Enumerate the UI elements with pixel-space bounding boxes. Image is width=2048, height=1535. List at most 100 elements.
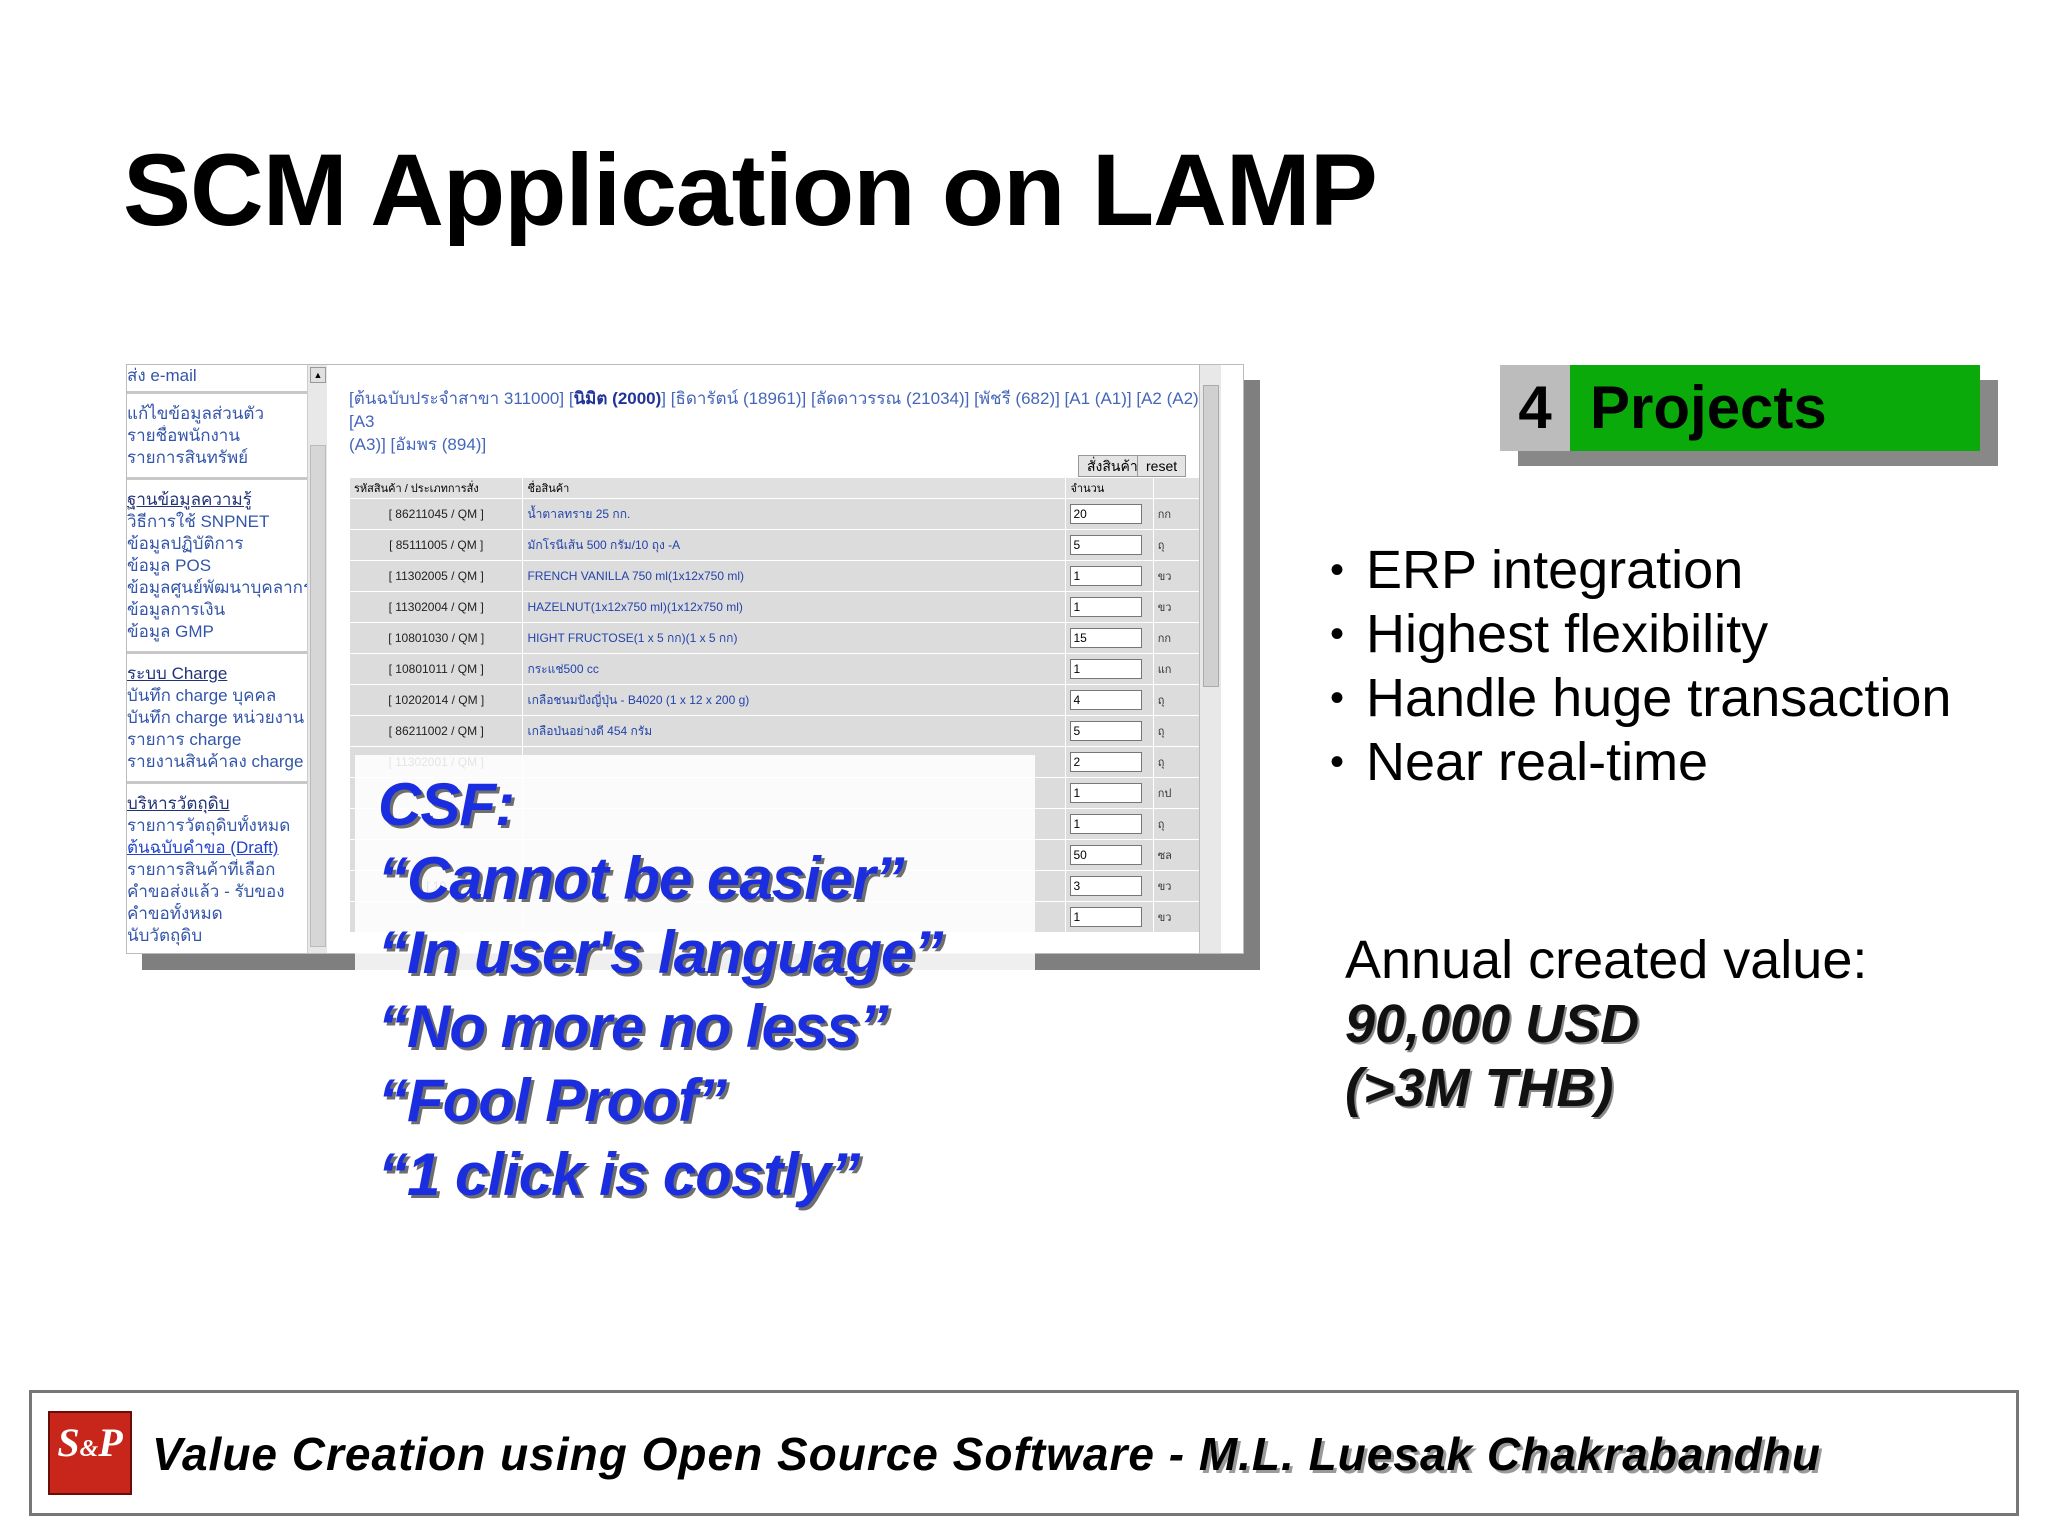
product-name[interactable]: HIGHT FRUCTOSE(1 x 5 กก)(1 x 5 กก) [522, 622, 1067, 654]
csf-backdrop [355, 755, 1035, 1230]
product-name[interactable]: กระแช่500 cc [522, 653, 1067, 685]
sidebar-item[interactable]: บันทึก charge บุคคล [127, 686, 277, 705]
sidebar-item[interactable]: รายการสินค้าที่เลือก [127, 860, 276, 879]
sidebar-group-header[interactable]: บริหารวัตถุดิบ [127, 794, 230, 813]
table-row: [ 85111005 / QM ]มักโรนีเส้น 500 กรัม/10… [348, 529, 1205, 561]
product-name[interactable]: น้ำตาลทราย 25 กก. [522, 498, 1067, 530]
product-code: [ 85111005 / QM ] [348, 529, 524, 561]
scrollbar-thumb[interactable] [310, 445, 326, 947]
table-row: [ 10202014 / QM ]เกลือชนมปังญี่ปุ่น - B4… [348, 684, 1205, 716]
bullet-text: Near real-time [1366, 732, 1709, 792]
sidebar-item[interactable]: รายการสินทรัพย์ [127, 448, 249, 467]
unit-label: ขว [1152, 591, 1205, 623]
sidebar-item[interactable]: ข้อมูลศูนย์พัฒนาบุคลากร [127, 578, 307, 597]
quantity-input[interactable]: 20 [1070, 504, 1143, 524]
sidebar-group-profile: แก้ไขข้อมูลส่วนตัว รายชื่อพนักงาน รายการ… [127, 403, 307, 469]
sidebar-group-header[interactable]: ฐานข้อมูลความรู้ [127, 490, 252, 509]
quantity-cell: 2 [1065, 746, 1154, 778]
footer-title: Value Creation using Open Source Softwar… [152, 1428, 1199, 1480]
slide-footer: S&P Value Creation using Open Source Sof… [29, 1390, 2019, 1516]
sidebar-group-charge: ระบบ Charge บันทึก charge บุคคล บันทึก c… [127, 663, 307, 773]
sidebar-item[interactable]: ข้อมูลปฏิบัติการ [127, 534, 244, 553]
sidebar-item-send-email[interactable]: ส่ง e-mail [127, 366, 197, 385]
sidebar-item[interactable]: ข้อมูลการเงิน [127, 600, 226, 619]
quantity-input[interactable]: 1 [1070, 907, 1143, 927]
quantity-input[interactable]: 15 [1070, 628, 1143, 648]
table-header-row: รหัสสินค้า / ประเภทการสั่ง ชื่อสินค้า จำ… [348, 477, 1205, 499]
branch-links-text[interactable]: (A3)] [อัมพร (894)] [349, 435, 487, 454]
scroll-up-arrow-icon[interactable]: ▲ [310, 367, 326, 383]
sidebar-item[interactable]: รายการ charge [127, 730, 242, 749]
benefits-list: •ERP integration •Highest flexibility •H… [1330, 538, 1951, 794]
bullet-icon: • [1330, 612, 1345, 656]
reset-button[interactable]: reset [1137, 455, 1187, 477]
sidebar-scrollbar[interactable]: ▲ [307, 365, 327, 953]
quantity-input[interactable]: 4 [1070, 690, 1143, 710]
quantity-input[interactable]: 1 [1070, 783, 1143, 803]
csf-line: “Cannot be easier” [378, 845, 905, 912]
branch-link-active[interactable]: นิมิต (2000) [573, 389, 662, 408]
projects-label: Projects [1570, 365, 1980, 451]
annual-value-thb: (>3M THB) [1345, 1058, 1614, 1118]
sidebar-item[interactable]: วิธีการใช้ SNPNET [127, 512, 270, 531]
quantity-input[interactable]: 5 [1070, 535, 1143, 555]
product-name[interactable]: เกลือชนมปังญี่ปุ่น - B4020 (1 x 12 x 200… [522, 684, 1067, 716]
quantity-cell: 1 [1065, 777, 1154, 809]
unit-label: กก [1152, 498, 1205, 530]
quantity-input[interactable]: 1 [1070, 597, 1143, 617]
quantity-input[interactable]: 3 [1070, 876, 1143, 896]
branch-links: [ต้นฉบับประจำสาขา 311000] [นิมิต (2000)]… [349, 387, 1209, 456]
scrollbar-thumb[interactable] [1203, 385, 1219, 687]
sidebar-item[interactable]: ข้อมูล GMP [127, 622, 214, 641]
product-name[interactable]: มักโรนีเส้น 500 กรัม/10 ถุง -A [522, 529, 1067, 561]
sidebar-item-draft[interactable]: ต้นฉบับคำขอ (Draft) [127, 838, 279, 857]
sidebar-group-header[interactable]: ระบบ Charge [127, 664, 228, 683]
branch-links-text[interactable]: ] [ธิดารัตน์ (18961)] [ลัดดาวรรณ (21034)… [349, 389, 1204, 431]
sidebar-item[interactable]: รายการวัตถุดิบทั้งหมด [127, 816, 291, 835]
slide-title: SCM Application on LAMP [123, 133, 1378, 247]
sidebar-item[interactable]: ข้อมูล POS [127, 556, 212, 575]
quantity-input[interactable]: 2 [1070, 752, 1143, 772]
divider [127, 391, 307, 394]
product-name[interactable]: HAZELNUT(1x12x750 ml)(1x12x750 ml) [522, 591, 1067, 623]
quantity-input[interactable]: 1 [1070, 566, 1143, 586]
unit-label: ถุ [1152, 529, 1205, 561]
bullet-text: Handle huge transaction [1366, 668, 1952, 728]
sp-logo: S&P [48, 1411, 132, 1495]
sidebar-item[interactable]: คำขอส่งแล้ว - รับของ [127, 882, 285, 901]
product-name[interactable]: เกลือป่นอย่างดี 454 กรัม [522, 715, 1067, 747]
projects-badge: 4 Projects [1500, 365, 1980, 451]
table-row: [ 11302004 / QM ]HAZELNUT(1x12x750 ml)(1… [348, 591, 1205, 623]
quantity-input[interactable]: 1 [1070, 659, 1143, 679]
order-button[interactable]: สั่งสินค้า [1078, 455, 1147, 477]
quantity-input[interactable]: 50 [1070, 845, 1143, 865]
quantity-input[interactable]: 1 [1070, 814, 1143, 834]
sidebar-item[interactable]: บันทึก charge หน่วยงาน [127, 708, 305, 727]
sidebar-item[interactable]: รายงานสินค้าลง charge [127, 752, 304, 771]
divider [127, 477, 307, 480]
product-code: [ 10801030 / QM ] [348, 622, 524, 654]
sidebar-group-materials: บริหารวัตถุดิบ รายการวัตถุดิบทั้งหมด ต้น… [127, 793, 307, 947]
unit-label: แก [1152, 653, 1205, 685]
divider [127, 781, 307, 784]
branch-links-text[interactable]: [ต้นฉบับประจำสาขา 311000] [ [349, 389, 574, 408]
quantity-cell: 15 [1065, 622, 1154, 654]
main-scrollbar[interactable] [1199, 365, 1221, 953]
sidebar-item[interactable]: รายชื่อพนักงาน [127, 426, 240, 445]
unit-label: กก [1152, 622, 1205, 654]
column-header [1152, 477, 1205, 499]
product-code: [ 10801011 / QM ] [348, 653, 524, 685]
quantity-input[interactable]: 5 [1070, 721, 1143, 741]
sidebar-item[interactable]: นับวัตถุดิบ [127, 926, 203, 945]
product-name[interactable]: FRENCH VANILLA 750 ml(1x12x750 ml) [522, 560, 1067, 592]
quantity-cell: 50 [1065, 839, 1154, 871]
table-row: [ 10801030 / QM ]HIGHT FRUCTOSE(1 x 5 กก… [348, 622, 1205, 654]
sidebar-item[interactable]: คำขอทั้งหมด [127, 904, 223, 923]
unit-label: ถุ [1152, 684, 1205, 716]
product-code: [ 86211002 / QM ] [348, 715, 524, 747]
frame-gutter [327, 365, 345, 953]
column-header: รหัสสินค้า / ประเภทการสั่ง [348, 477, 524, 499]
sidebar-item[interactable]: แก้ไขข้อมูลส่วนตัว [127, 404, 265, 423]
